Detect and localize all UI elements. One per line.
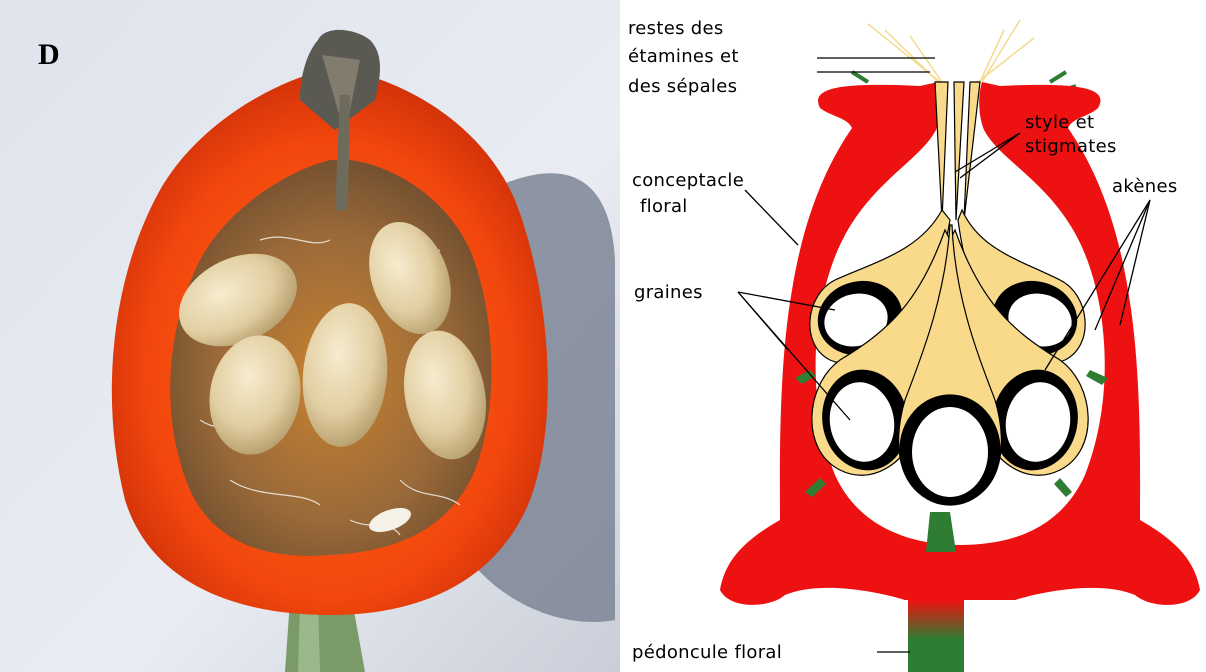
label-conceptacle-1: conceptacle: [632, 170, 744, 191]
pedicel: [908, 600, 964, 672]
label-style-2: stigmates: [1025, 136, 1117, 157]
label-akenes: akènes: [1112, 176, 1178, 197]
label-style-1: style et: [1025, 112, 1094, 133]
label-graines: graines: [634, 282, 703, 303]
label-restes-2: étamines et: [628, 46, 739, 67]
label-restes-3: des sépales: [628, 76, 737, 97]
rose-hip-photo: D: [0, 0, 620, 672]
label-restes-1: restes des: [628, 18, 724, 39]
rose-hip-diagram: restes des étamines et des sépales style…: [620, 0, 1206, 672]
panel-letter: D: [38, 38, 60, 71]
label-pedoncule: pédoncule floral: [632, 642, 782, 663]
label-conceptacle-2: floral: [640, 196, 688, 217]
